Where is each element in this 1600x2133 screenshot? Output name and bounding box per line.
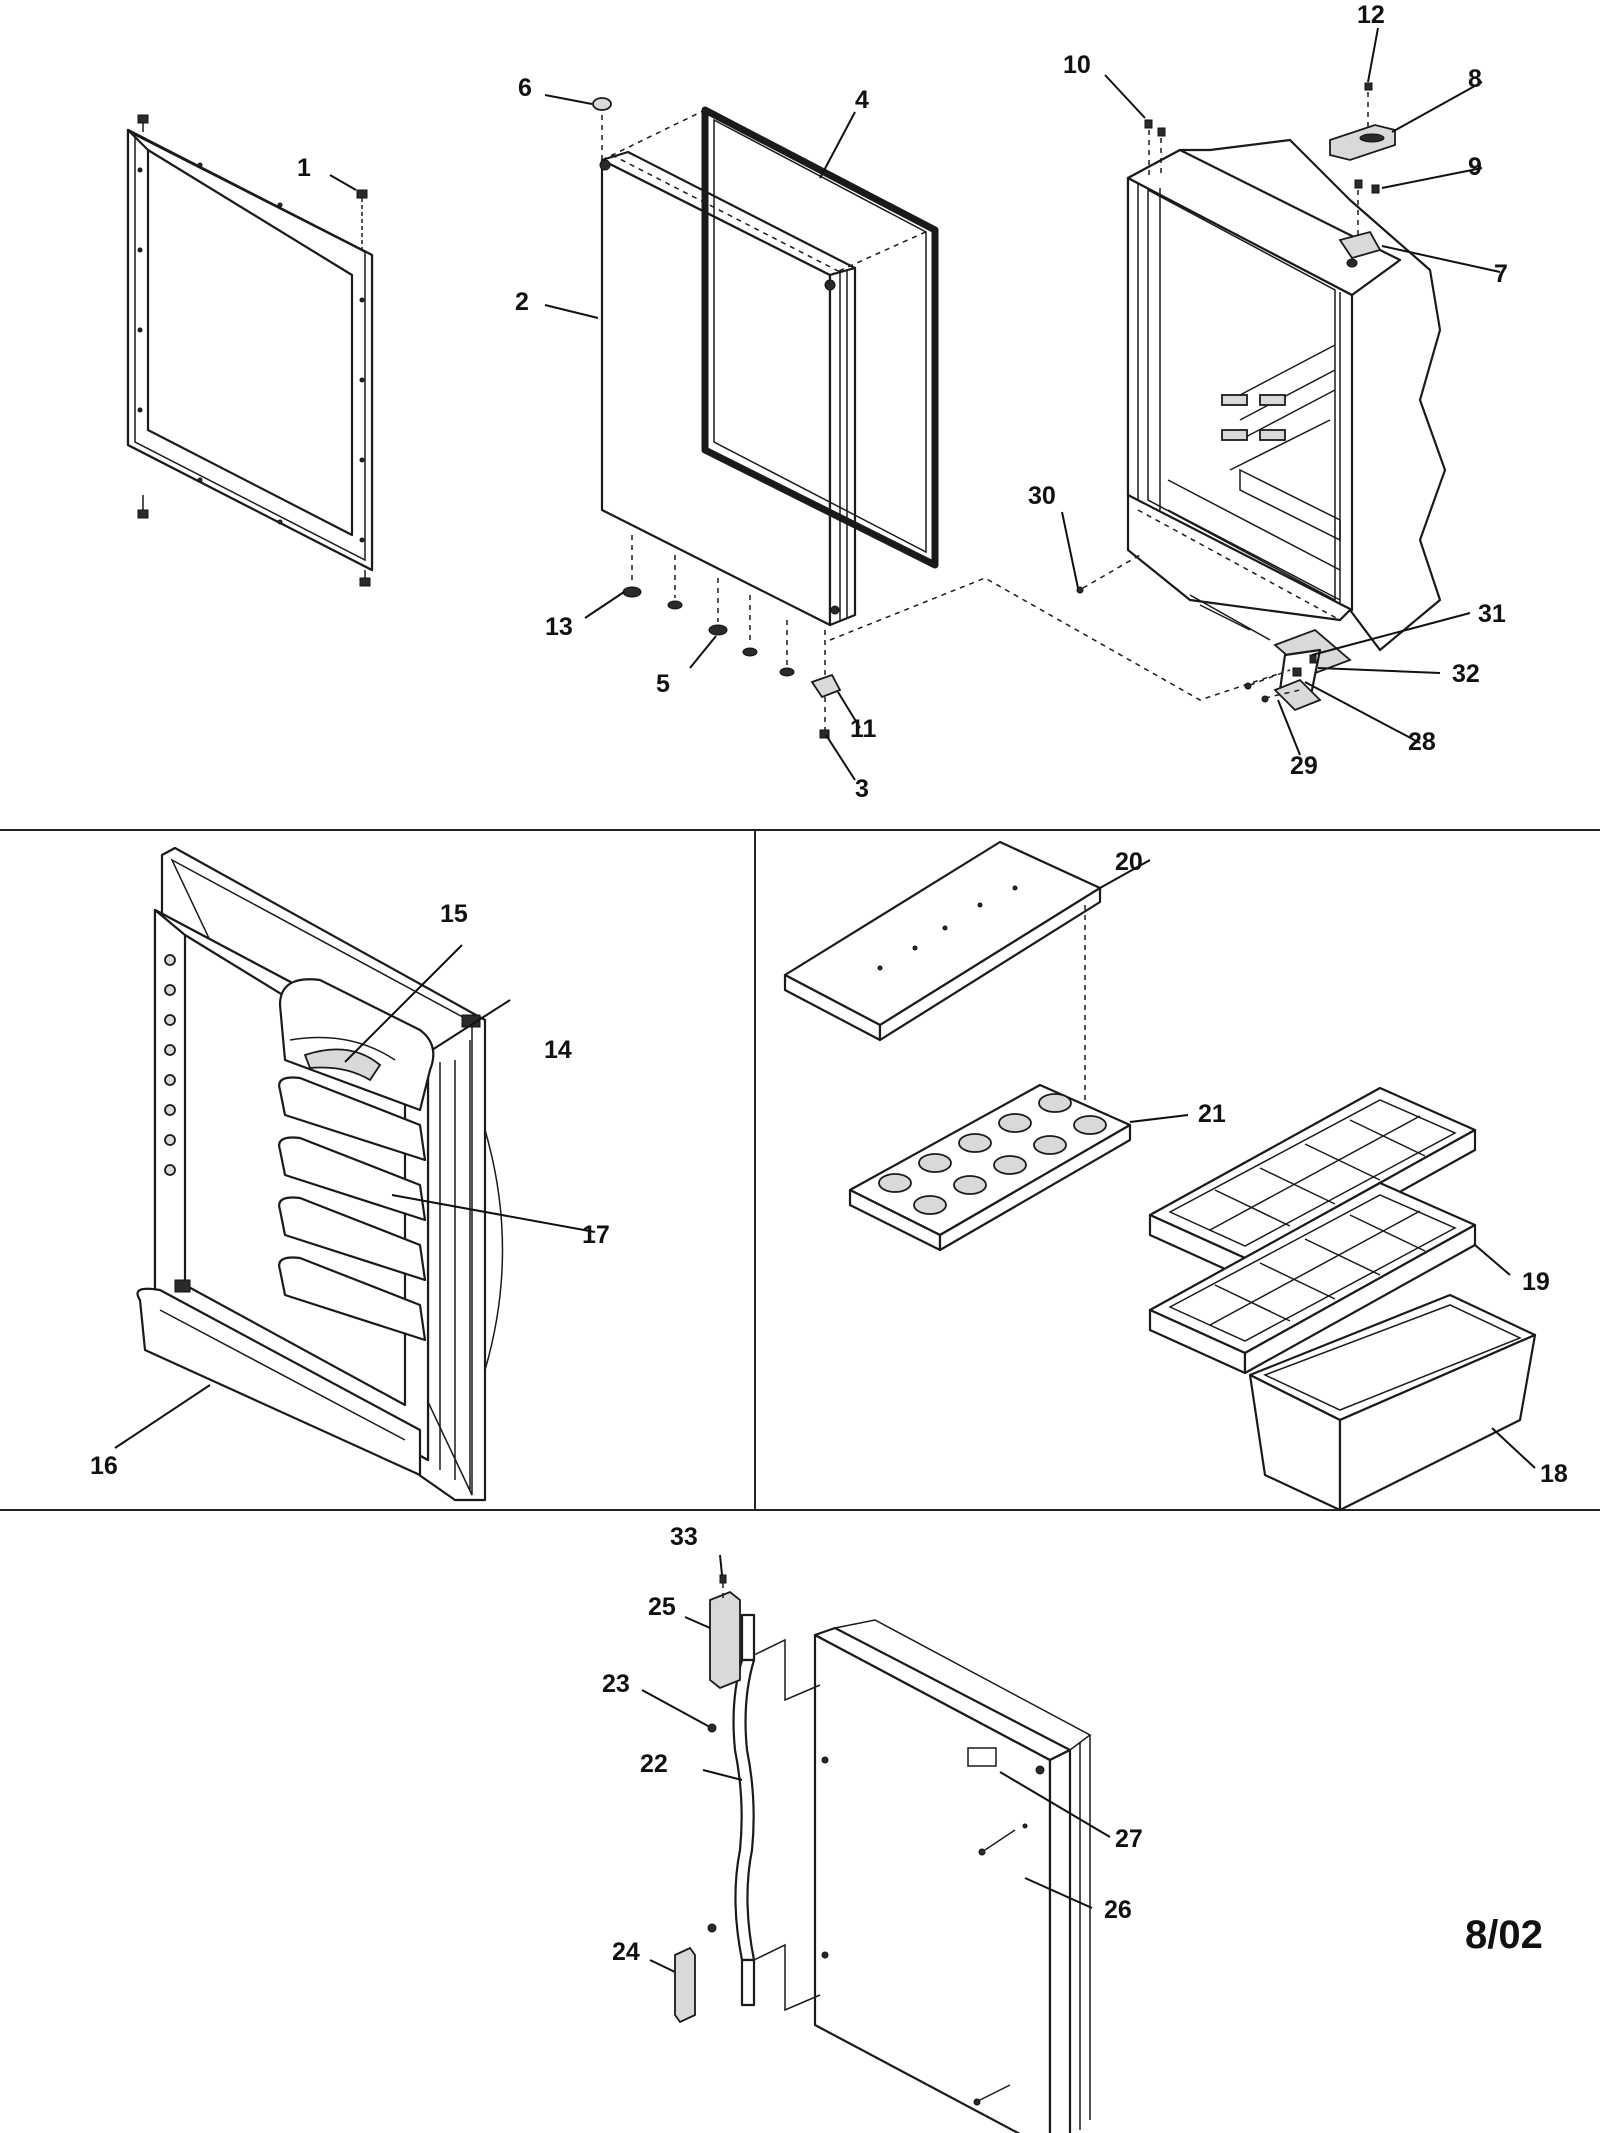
callout-10: 10 [1063, 51, 1091, 79]
leader-lines [114, 27, 1536, 1973]
callout-24: 24 [612, 1938, 640, 1966]
freezer-shelf [783, 840, 1102, 1042]
callout-30: 30 [1028, 482, 1056, 510]
callout-18: 18 [1540, 1460, 1568, 1488]
door-bumpers [622, 535, 795, 677]
callout-11: 11 [850, 715, 877, 743]
door-handle [732, 1613, 821, 2012]
screw-icon [356, 189, 368, 252]
outer-door [813, 1619, 1092, 2133]
callout-13: 13 [545, 613, 573, 641]
callout-2: 2 [515, 288, 529, 316]
callout-12: 12 [1357, 1, 1385, 29]
door-panel [599, 150, 857, 627]
lower-hinge-assembly [1244, 628, 1352, 712]
callout-3: 3 [855, 775, 869, 803]
handle-caps [674, 1574, 741, 2024]
egg-tray [848, 1083, 1132, 1252]
callout-21: 21 [1198, 1100, 1226, 1128]
ice-bin [1248, 1293, 1537, 1512]
callout-7: 7 [1494, 260, 1508, 288]
door-gasket [701, 106, 939, 569]
door-frame [126, 114, 374, 587]
callout-28: 28 [1408, 728, 1436, 756]
callout-26: 26 [1104, 1896, 1132, 1924]
callout-1: 1 [297, 154, 311, 182]
callout-8: 8 [1468, 65, 1482, 93]
callout-32: 32 [1452, 660, 1480, 688]
callout-20: 20 [1115, 848, 1143, 876]
callout-33: 33 [670, 1523, 698, 1551]
callout-29: 29 [1290, 752, 1318, 780]
callout-6: 6 [518, 74, 532, 102]
door-shelves [278, 1076, 427, 1342]
callout-22: 22 [640, 1750, 668, 1778]
callout-19: 19 [1522, 1268, 1550, 1296]
hinge-hardware [1144, 82, 1396, 268]
cabinet [1126, 138, 1447, 652]
callout-17: 17 [582, 1221, 610, 1249]
callout-4: 4 [855, 86, 869, 114]
callout-14: 14 [544, 1036, 572, 1064]
callout-15: 15 [440, 900, 468, 928]
bottom-hinge-icon [810, 630, 842, 739]
callout-5: 5 [656, 670, 670, 698]
callout-16: 16 [90, 1452, 118, 1480]
screw-icon [1076, 554, 1141, 594]
date-code: 8/02 [1465, 1913, 1543, 1957]
dairy-compartment [278, 978, 435, 1112]
ice-trays [1148, 1086, 1477, 1375]
callout-23: 23 [602, 1670, 630, 1698]
hinge-cap-icon [592, 97, 612, 111]
door-screws [973, 1823, 1028, 2106]
door-bottom-shelf [136, 1287, 422, 1477]
callout-31: 31 [1478, 600, 1506, 628]
callout-27: 27 [1115, 1825, 1143, 1853]
callout-25: 25 [648, 1593, 676, 1621]
callout-9: 9 [1468, 153, 1482, 181]
